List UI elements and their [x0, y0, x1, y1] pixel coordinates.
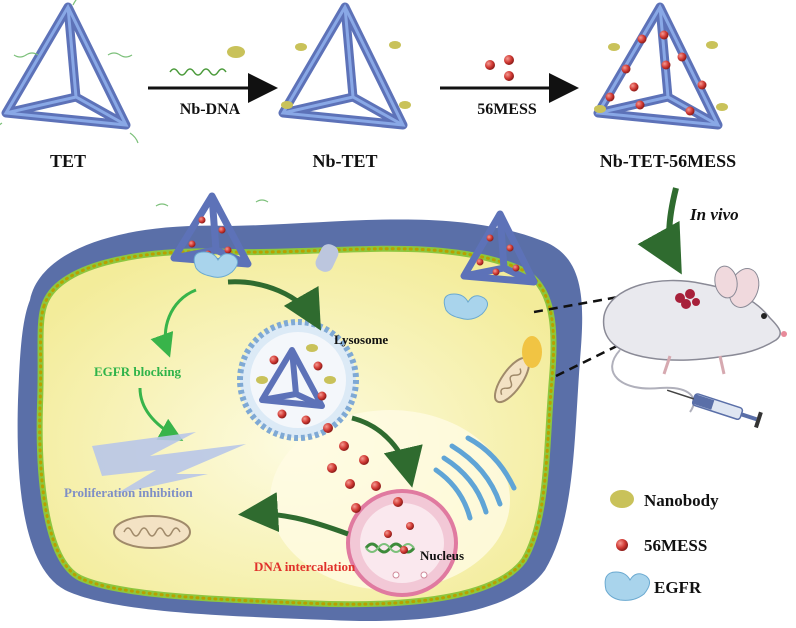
- dna-intercalation-label: DNA intercalation: [254, 559, 356, 574]
- cell-membrane-dots: [38, 247, 556, 606]
- egfr-receptor-icon: [604, 571, 650, 601]
- membrane-vesicle: [315, 244, 339, 272]
- proliferation-inhibition-label: Proliferation inhibition: [64, 485, 193, 500]
- endocytosis-arrow: [227, 279, 321, 331]
- inhibition-lightning-icon: [92, 432, 246, 494]
- cell: Lysosome Nucleus: [17, 192, 583, 622]
- 56mess-arrow: [440, 55, 579, 103]
- release-arrow: [351, 415, 423, 488]
- in-vivo-arrow: [637, 187, 682, 275]
- intercalation-arrow: [238, 492, 349, 537]
- nanobody-icon: [227, 46, 245, 58]
- step1-reagent-label: Nb-DNA: [180, 101, 241, 118]
- lysosome-label: Lysosome: [334, 332, 388, 347]
- membrane-protein: [522, 336, 542, 368]
- legend-label-nanobody: Nanobody: [644, 491, 719, 510]
- membrane-tet-right: [460, 210, 538, 286]
- legend-label-egfr: EGFR: [654, 578, 702, 597]
- legend-label-56mess: 56MESS: [644, 536, 707, 555]
- nb-dna-arrow: [148, 46, 278, 103]
- nucleus-label: Nucleus: [420, 548, 464, 563]
- free-56mess-dots: [323, 423, 403, 513]
- lysosome: [237, 319, 359, 441]
- legend: Nanobody 56MESS EGFR: [604, 490, 719, 601]
- nucleus: [346, 489, 458, 597]
- syringe-icon: [666, 389, 763, 429]
- egfr-receptor-right: [443, 293, 488, 320]
- in-vivo-label: In vivo: [689, 205, 739, 224]
- egfr-receptor-left: [193, 251, 238, 278]
- mouse: [602, 265, 787, 413]
- tet-label: TET: [50, 151, 86, 171]
- egfr-blocking-label: EGFR blocking: [94, 364, 182, 379]
- nanobody-icon: [610, 490, 634, 508]
- nb-tet-structure: [278, 2, 411, 130]
- inhibition-arrow: [138, 387, 184, 441]
- nb-tet-56mess-structure: [593, 2, 728, 130]
- nb-tet-56mess-label: Nb-TET-56MESS: [600, 151, 736, 171]
- golgi-apparatus: [433, 435, 517, 521]
- step2-reagent-label: 56MESS: [477, 101, 537, 118]
- egfr-blocking-arrow: [150, 288, 197, 358]
- 56mess-dot-icon: [616, 539, 628, 551]
- nb-tet-label: Nb-TET: [312, 151, 377, 171]
- tet-structure: [0, 0, 139, 144]
- mitochondrion-left: [113, 515, 191, 549]
